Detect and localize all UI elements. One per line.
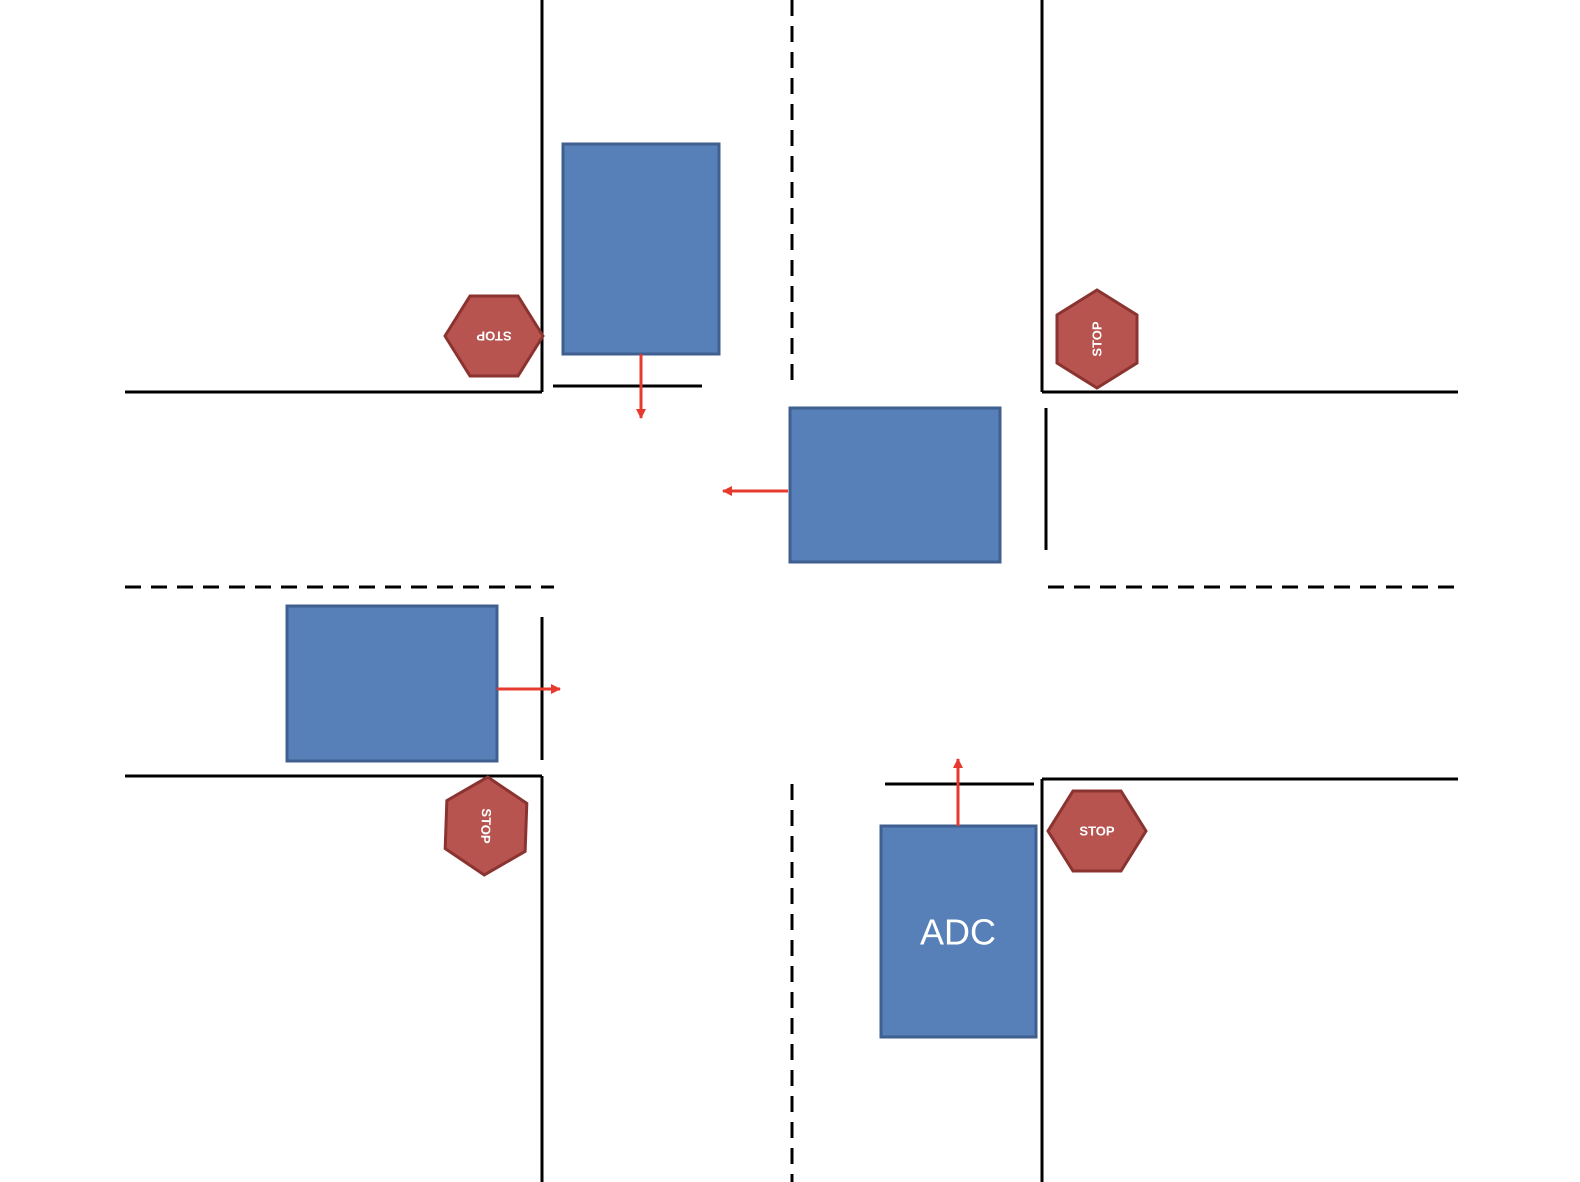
road-curbs xyxy=(125,0,1458,1182)
stop-sign-octagon xyxy=(1046,789,1148,873)
stop-sign-octagon xyxy=(443,294,545,378)
stop-sign-text: STOP xyxy=(478,808,494,844)
direction-arrows xyxy=(497,354,963,826)
stop-sign-text: STOP xyxy=(1090,321,1105,356)
stop-sign-octagon xyxy=(1055,288,1139,390)
stop-sign-ne: STOP xyxy=(1055,288,1139,390)
ego-vehicle-adc: ADC xyxy=(879,824,1038,1039)
stop-sign-sw: STOP xyxy=(443,775,529,877)
stop-sign-nw: STOP xyxy=(443,294,545,378)
vehicle-north xyxy=(561,142,721,356)
stop-sign-se: STOP xyxy=(1046,789,1148,873)
stop-sign-text: STOP xyxy=(476,329,511,344)
vehicle-adc-label: ADC xyxy=(920,912,996,953)
vehicle-east xyxy=(788,406,1002,564)
lane-dividers xyxy=(125,0,1458,1182)
stop-sign-octagon xyxy=(443,775,529,877)
vehicle-west xyxy=(285,604,499,763)
vehicle-adc xyxy=(879,824,1038,1039)
stop-sign-text: STOP xyxy=(1079,824,1114,839)
